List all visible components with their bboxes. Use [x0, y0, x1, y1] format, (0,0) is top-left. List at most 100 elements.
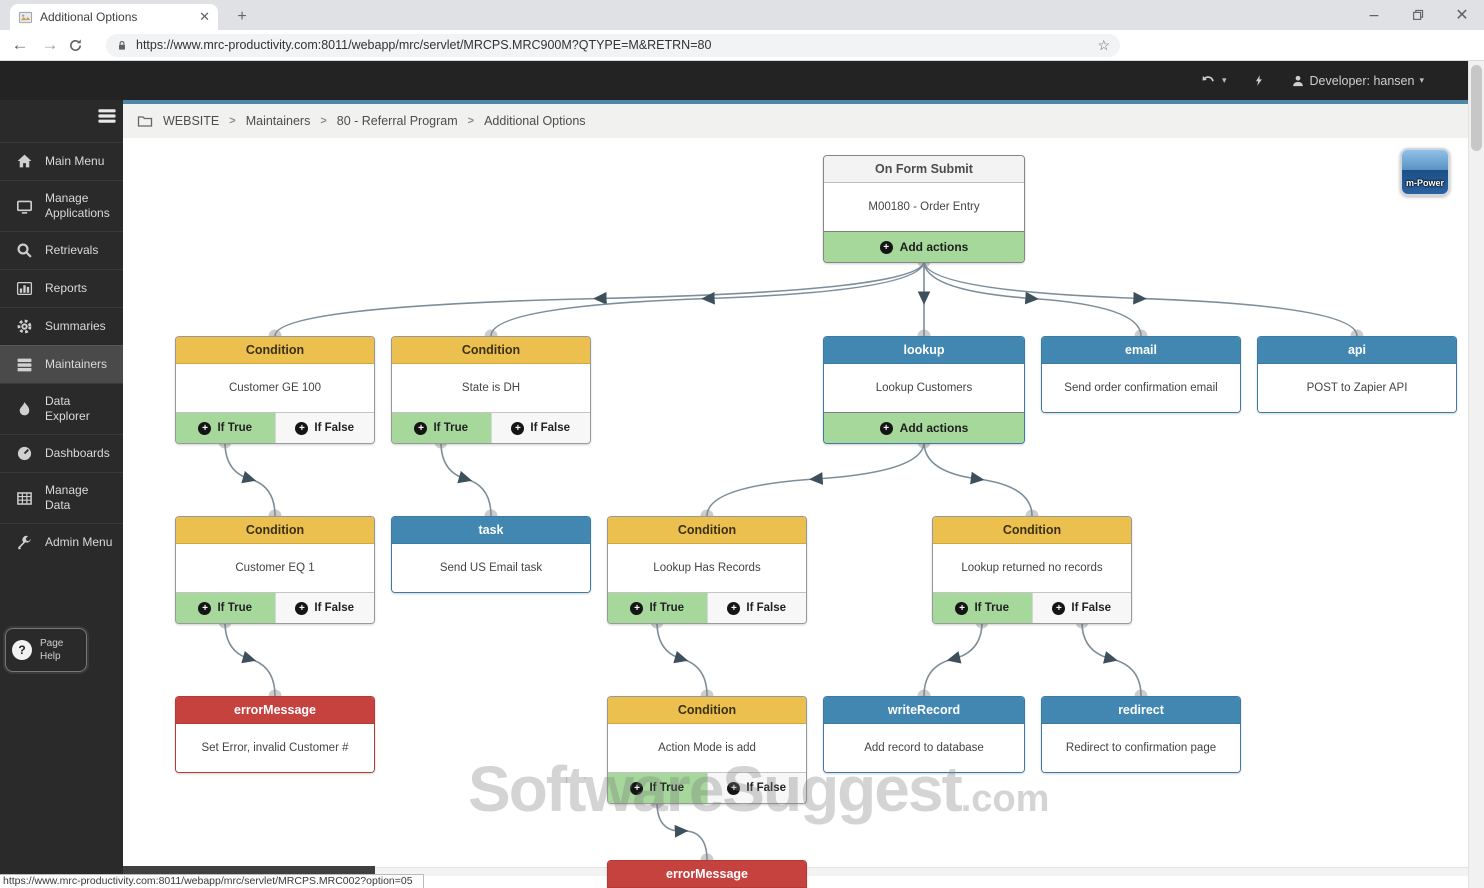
sidebar-item-admin-menu[interactable]: Admin Menu: [0, 523, 123, 561]
sidebar-item-label: Summaries: [45, 319, 106, 333]
user-menu[interactable]: Developer: hansen ▾: [1291, 74, 1424, 88]
apps-icon: [16, 198, 33, 215]
gear-icon: [16, 318, 33, 335]
node-body: Customer GE 100: [176, 364, 374, 412]
sidebar-item-summaries[interactable]: Summaries: [0, 307, 123, 345]
url-bar[interactable]: https://www.mrc-productivity.com:8011/we…: [106, 33, 1120, 57]
bookmark-star-icon[interactable]: ☆: [1097, 36, 1110, 53]
plus-icon: +: [295, 601, 309, 615]
if-false-button[interactable]: +If False: [490, 413, 590, 443]
node-header: email: [1042, 337, 1240, 364]
search-icon: [16, 242, 33, 259]
reload-button[interactable]: [68, 38, 92, 53]
sidebar-item-reports[interactable]: Reports: [0, 269, 123, 307]
mpower-logo-label: m-Power: [1405, 178, 1444, 188]
if-true-button[interactable]: +If True: [933, 593, 1032, 623]
breadcrumb-separator: >: [320, 115, 327, 127]
wrench-icon: [16, 534, 33, 551]
breadcrumb-separator: >: [467, 115, 475, 127]
window-close-button[interactable]: ✕: [1455, 7, 1469, 24]
lock-icon: [116, 39, 128, 52]
node-header: writeRecord: [824, 697, 1024, 724]
new-tab-button[interactable]: +: [237, 8, 247, 25]
plus-icon: +: [727, 781, 741, 795]
mpower-logo: m-Power: [1400, 148, 1450, 196]
hamburger-menu-icon[interactable]: [97, 108, 117, 124]
home-icon: [16, 153, 33, 170]
sidebar-item-dashboards[interactable]: Dashboards: [0, 434, 123, 472]
page-help-label: Page Help: [40, 638, 64, 662]
horizontal-scrollbar-track[interactable]: [375, 867, 1468, 876]
quick-actions-button[interactable]: [1253, 73, 1265, 88]
plus-icon: +: [955, 601, 969, 615]
breadcrumb-item-2[interactable]: Maintainers: [245, 114, 311, 128]
user-label: Developer: hansen: [1309, 73, 1415, 88]
breadcrumb-item-1[interactable]: WEBSITE: [163, 114, 220, 128]
breadcrumb-item-3[interactable]: 80 - Referral Program: [336, 114, 458, 128]
add-actions-button[interactable]: +Add actions: [824, 231, 1024, 262]
if-true-button[interactable]: +If True: [176, 413, 275, 443]
node-header: api: [1258, 337, 1456, 364]
node-header: On Form Submit: [824, 156, 1024, 183]
sidebar-item-maintainers[interactable]: Maintainers: [0, 345, 123, 383]
favicon-icon: [18, 10, 33, 25]
if-true-button[interactable]: +If True: [608, 593, 707, 623]
window-restore-button[interactable]: [1396, 0, 1440, 30]
sidebar-item-manage-applications[interactable]: Manage Applications: [0, 180, 123, 231]
if-false-button[interactable]: +If False: [1031, 593, 1131, 623]
breadcrumb: WEBSITE > Maintainers >80 - Referral Progra…: [123, 104, 1468, 138]
node-error-bottom[interactable]: errorMessage: [607, 860, 807, 888]
if-false-button[interactable]: +If False: [274, 593, 374, 623]
sidebar-item-label: Manage Data: [45, 483, 89, 512]
sidebar-item-retrievals[interactable]: Retrievals: [0, 231, 123, 269]
window-minimize-button[interactable]: [1352, 0, 1396, 30]
horizontal-scrollbar-thumb[interactable]: [123, 866, 375, 877]
plus-icon: +: [198, 421, 212, 435]
browser-tab[interactable]: Additional Options ✕: [10, 4, 218, 30]
chevron-down-icon: ▾: [1222, 75, 1227, 85]
page-help-button[interactable]: ? Page Help: [5, 628, 87, 672]
if-false-button[interactable]: +If False: [706, 593, 806, 623]
plus-icon: +: [414, 421, 428, 435]
if-false-button[interactable]: +If False: [706, 773, 806, 803]
vertical-scrollbar-track[interactable]: [1468, 61, 1484, 888]
list-icon: [16, 356, 33, 373]
plus-icon: +: [630, 781, 644, 795]
if-true-button[interactable]: +If True: [176, 593, 275, 623]
plus-icon: +: [879, 421, 893, 435]
if-true-button[interactable]: +If True: [392, 413, 491, 443]
sidebar-item-label: Data Explorer: [45, 394, 90, 423]
url-text: https://www.mrc-productivity.com:8011/we…: [136, 38, 712, 52]
forward-button[interactable]: →: [41, 35, 59, 54]
sidebar-item-data-explorer[interactable]: Data Explorer: [0, 383, 123, 434]
vertical-scrollbar-thumb[interactable]: [1471, 65, 1482, 151]
chevron-down-icon: ▾: [1419, 75, 1424, 85]
if-true-button[interactable]: +If True: [608, 773, 707, 803]
sidebar-item-main-menu[interactable]: Main Menu: [0, 142, 123, 180]
tab-close-icon[interactable]: ✕: [199, 9, 210, 24]
add-actions-button[interactable]: +Add actions: [824, 412, 1024, 443]
back-button[interactable]: ←: [11, 35, 29, 54]
breadcrumb-item-4[interactable]: Additional Options: [484, 114, 586, 128]
node-body: Lookup Has Records: [608, 544, 806, 592]
sidebar-item-manage-data[interactable]: Manage Data: [0, 472, 123, 523]
node-header: Condition: [176, 337, 374, 364]
if-false-button[interactable]: +If False: [274, 413, 374, 443]
undo-button[interactable]: ▾: [1200, 73, 1227, 88]
status-bar: https://www.mrc-productivity.com:8011/we…: [0, 874, 424, 888]
